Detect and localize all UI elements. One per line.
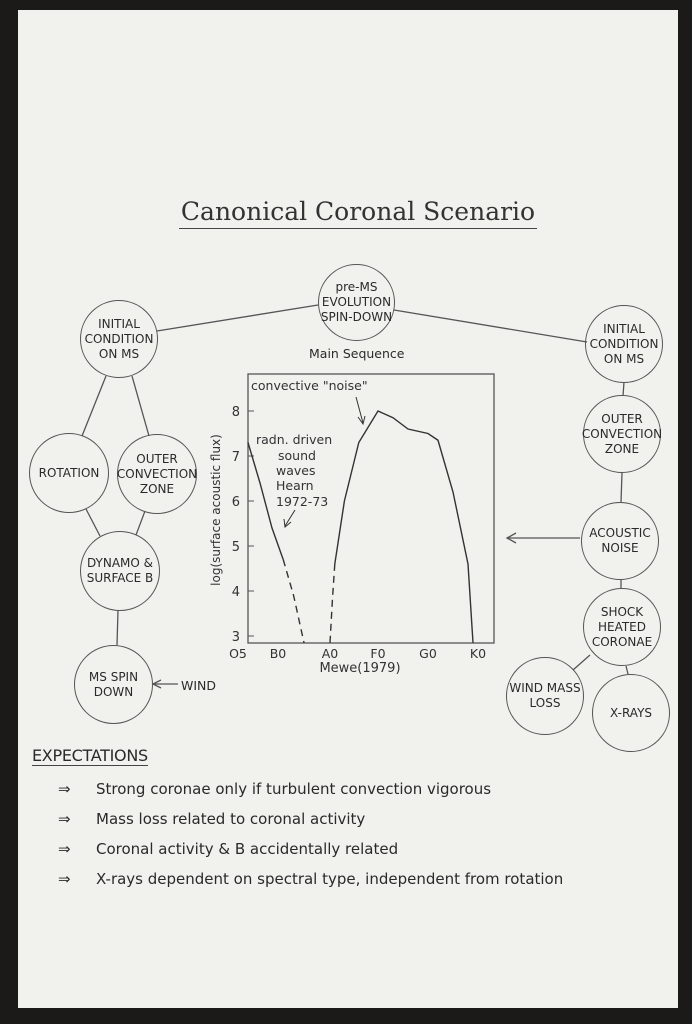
edge	[131, 375, 150, 437]
node-pre-ms-evolution: pre-MS EVOLUTION SPIN-DOWN	[318, 264, 395, 341]
y-tick-label: 7	[232, 450, 240, 465]
main-sequence-label: Main Sequence	[309, 346, 405, 361]
expectation-item: ⇒ Coronal activity & B accidentally relat…	[58, 840, 398, 858]
node-acoustic-noise: ACOUSTIC NOISE	[581, 502, 659, 580]
edge	[116, 609, 119, 646]
annotation-radn-driven: waves	[276, 463, 315, 478]
slide	[18, 10, 678, 1008]
x-tick-label: K0	[470, 646, 486, 661]
x-tick-label: G0	[419, 646, 437, 661]
y-tick-label: 4	[232, 585, 240, 600]
arrowhead	[151, 679, 162, 689]
edge	[622, 381, 625, 397]
expectation-text: X-rays dependent on spectral type, indep…	[96, 870, 564, 888]
y-tick-label: 8	[232, 405, 240, 420]
page-title: Canonical Coronal Scenario	[0, 197, 692, 229]
edge	[156, 304, 319, 332]
expectation-text: Coronal activity & B accidentally relate…	[96, 840, 399, 858]
annotation-convective-noise: convective "noise"	[251, 378, 368, 393]
annotation-radn-driven: 1972-73	[276, 494, 328, 509]
expectation-item: ⇒ Strong coronae only if turbulent convec…	[58, 780, 491, 798]
edge	[620, 472, 623, 503]
x-tick-label: B0	[270, 646, 287, 661]
wind-label: WIND	[181, 678, 217, 693]
x-tick-label: F0	[370, 646, 385, 661]
arrowhead	[357, 415, 366, 426]
x-axis-label: Mewe(1979)	[319, 661, 400, 676]
node-ms-spin-down: MS SPIN DOWN	[74, 645, 153, 724]
node-wind-mass-loss: WIND MASS LOSS	[506, 657, 584, 735]
annotation-radn-driven: sound	[278, 448, 316, 463]
node-shock-heated-coronae: SHOCK HEATED CORONAE	[583, 588, 661, 666]
edge	[81, 375, 107, 437]
arrowhead	[505, 532, 517, 544]
x-tick-label: A0	[322, 646, 339, 661]
series-line-solid	[247, 442, 284, 560]
edge	[393, 309, 588, 343]
expectation-item: ⇒ Mass loss related to coronal activity	[58, 810, 365, 828]
annotation-arrow	[355, 396, 364, 424]
expectation-text: Strong coronae only if turbulent convect…	[96, 780, 492, 798]
x-tick-label: O5	[229, 646, 247, 661]
node-x-rays: X-RAYS	[592, 674, 670, 752]
node-dynamo: DYNAMO & SURFACE B	[80, 531, 160, 611]
y-tick-label: 5	[232, 540, 240, 555]
plot-frame	[247, 373, 495, 644]
y-axis-label: log(surface acoustic flux)	[209, 434, 223, 586]
node-outer-convection-left: OUTER CONVECTION ZONE	[117, 434, 197, 514]
edge	[135, 510, 146, 536]
expectations-heading: EXPECTATIONS	[32, 746, 148, 766]
edge	[625, 665, 629, 675]
edge	[85, 508, 101, 537]
node-outer-convection-right: OUTER CONVECTION ZONE	[582, 395, 662, 473]
implies-arrow-icon: ⇒	[58, 870, 71, 888]
node-initial-condition-left: INITIAL CONDITION ON MS	[80, 300, 158, 378]
edge	[572, 654, 591, 671]
series-line-dashed	[282, 559, 305, 643]
annotation-radn-driven: radn. driven	[256, 432, 332, 447]
node-initial-condition-right: INITIAL CONDITION ON MS	[585, 305, 663, 383]
y-tick-label: 6	[232, 495, 240, 510]
node-rotation: ROTATION	[29, 433, 109, 513]
arrowhead	[283, 518, 292, 528]
series-line-dashed	[329, 563, 336, 643]
expectation-item: ⇒ X-rays dependent on spectral type, inde…	[58, 870, 563, 888]
implies-arrow-icon: ⇒	[58, 840, 71, 858]
implies-arrow-icon: ⇒	[58, 780, 71, 798]
annotation-arrow	[284, 509, 296, 527]
implies-arrow-icon: ⇒	[58, 810, 71, 828]
series-line-solid	[334, 410, 474, 643]
y-tick-label: 3	[232, 630, 240, 645]
annotation-radn-driven: Hearn	[276, 478, 314, 493]
expectation-text: Mass loss related to coronal activity	[96, 810, 366, 828]
